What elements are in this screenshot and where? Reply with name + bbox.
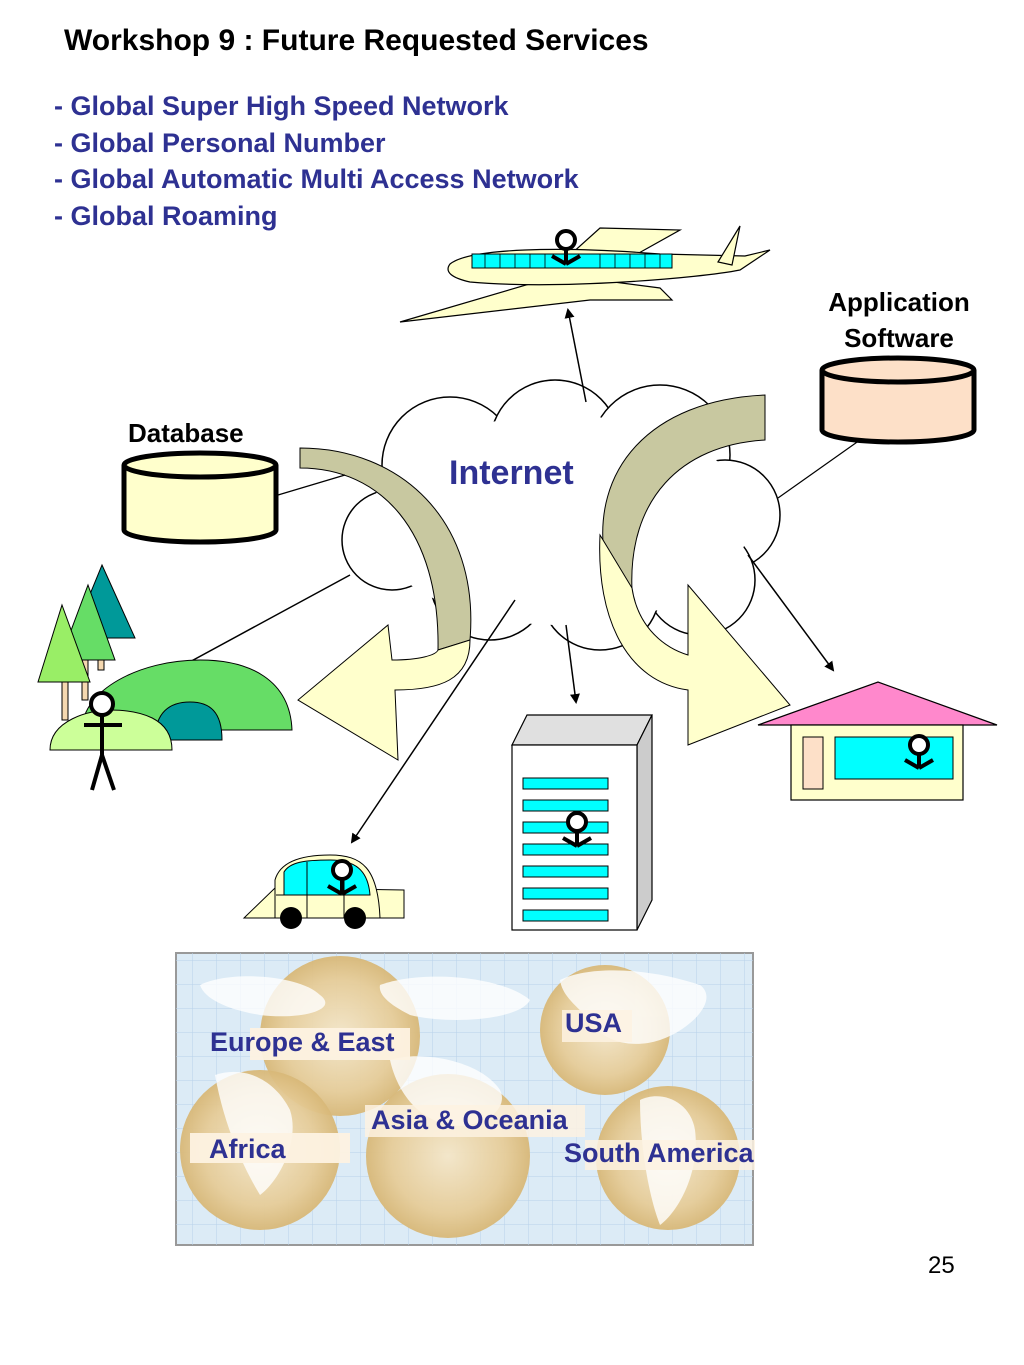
person-icon	[84, 691, 122, 791]
bullet-item: - Global Super High Speed Network	[54, 91, 509, 121]
bullet-item: - Global Personal Number	[54, 127, 386, 158]
map-label-europe-east: Europe & East	[210, 1027, 395, 1057]
bullet-item: - Global Automatic Multi Access Network	[54, 164, 579, 194]
map-label-south-america: South America	[564, 1138, 754, 1168]
curved-arrow-left	[297, 447, 472, 761]
office-building	[511, 714, 653, 931]
internet-label: Internet	[449, 454, 574, 492]
map-label-africa: Africa	[209, 1134, 286, 1164]
person-icon	[327, 859, 357, 896]
airplane	[399, 225, 771, 323]
app-software-label: Application Software	[818, 284, 980, 356]
database-cylinder	[121, 450, 279, 545]
person-icon	[551, 229, 581, 266]
bullet-list: - Global Super High Speed Network - Glob…	[54, 88, 579, 234]
curved-arrow-right	[599, 394, 791, 746]
world-map	[175, 952, 755, 1246]
app-software-cylinder	[819, 355, 977, 445]
map-label-asia-oceania: Asia & Oceania	[371, 1105, 568, 1135]
person-icon	[562, 811, 592, 848]
house	[757, 681, 998, 801]
app-software-label-line2: Software	[844, 323, 954, 353]
person-icon	[904, 734, 934, 770]
map-label-usa: USA	[565, 1008, 623, 1038]
park-scene	[37, 563, 293, 791]
database-label: Database	[128, 418, 244, 448]
bullet-item: - Global Roaming	[54, 200, 278, 231]
page-number: 25	[928, 1252, 955, 1279]
car	[242, 854, 405, 929]
app-software-label-line1: Application	[828, 287, 970, 317]
slide-title: Workshop 9 : Future Requested Services	[64, 24, 649, 57]
